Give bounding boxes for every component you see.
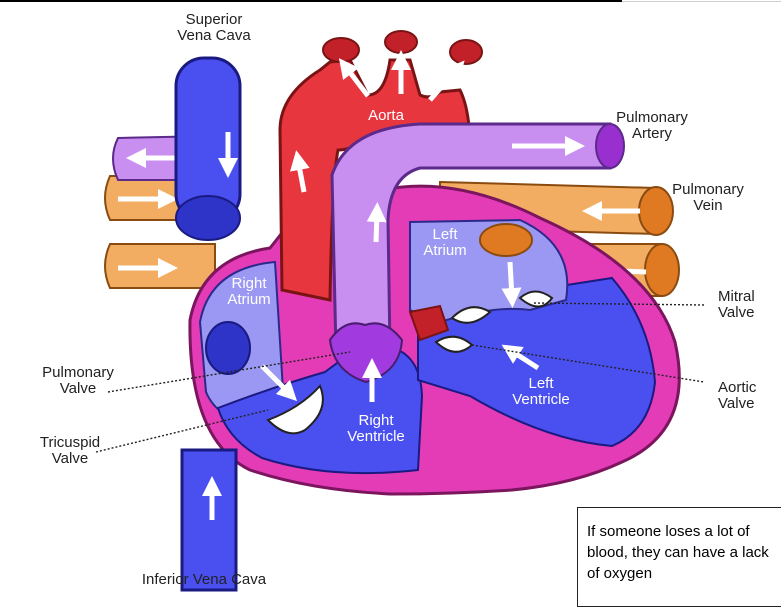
inferior-vena-cava-label: Inferior Vena Cava [112,572,296,588]
coronary-sinus [206,322,250,374]
pulmonary-vein-opening [480,224,532,256]
callout-text-box: If someone loses a lot of blood, they ca… [577,507,781,607]
aorta-label: Aorta [356,108,416,124]
heart-diagram [0,0,781,594]
callout-text: If someone loses a lot of blood, they ca… [587,523,769,582]
